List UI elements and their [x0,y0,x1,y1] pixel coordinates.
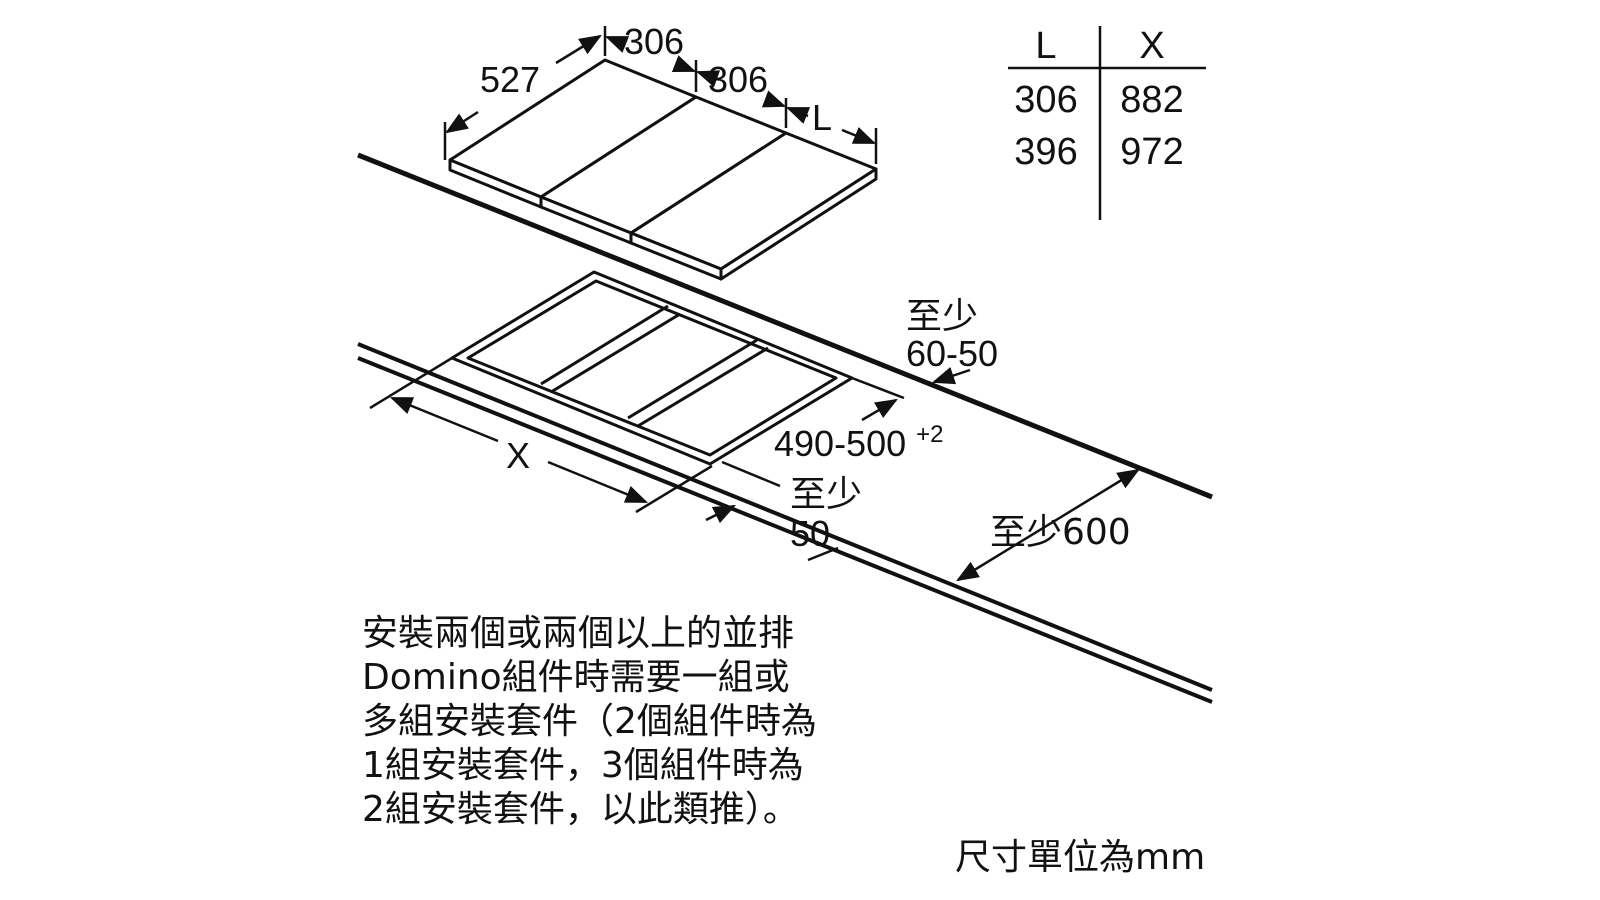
lx-table-cell: 972 [1120,131,1183,173]
dim-depth-line-lower [721,460,781,488]
cutout-divider-2b [637,346,769,428]
dim-X-ext-right [635,464,713,514]
dim-L-label: L [812,97,832,138]
dim-306a-line-right [671,55,697,73]
cutout-divider-2a [627,338,758,420]
hob-modules [448,58,878,281]
dim-depth-line [861,398,898,422]
installation-kit-note: 安裝兩個或兩個以上的並排 Domino組件時需要一組或 多組安裝套件（2個組件時… [362,612,922,832]
dimension-labels: 527 306 306 L X 490-500 +2 至少 60-50 至少 5… [480,21,1131,554]
countertop [357,152,1213,704]
lx-table-header-L: L [1035,25,1056,67]
note-line: 多組安裝套件（2個組件時為 [362,701,817,742]
clearance-back-label: 至少 [906,296,978,337]
countertop-front-edge-top [357,342,1213,692]
note-line: Domino組件時需要一組或 [362,657,790,698]
lx-table: L X 306 882 396 972 [1008,25,1206,220]
dim-cutout-depth-value: 490-500 [774,423,906,464]
dim-306b-line-right [761,90,787,108]
dim-cutout-depth-tolerance: +2 [916,421,943,448]
lx-table-cell: 306 [1014,79,1077,121]
dim-306b-line-left [695,70,721,88]
dim-306a-label: 306 [624,21,684,62]
lx-table-cell: 396 [1014,131,1077,173]
cutout-divider-1b [550,312,681,394]
lx-table-header-X: X [1139,25,1164,67]
note-line: 2組安裝套件，以此類推）。 [362,789,799,830]
cutout-inner-frame [466,279,838,457]
dim-cutout-depth-label: 490-500 +2 [774,421,944,464]
countertop-front-edge-bottom [357,356,1213,704]
dim-527-label: 527 [480,59,540,100]
dim-X-ext-left [369,356,453,410]
clearance-back-value: 60-50 [906,333,998,374]
dim-X-line-left [389,396,499,443]
clearance-front-value: 50 [790,513,830,554]
dim-X-line-right [547,460,649,504]
dim-clearance-front-b [807,546,839,562]
dim-clearance-front-a [705,504,737,524]
dim-depth-ext [851,376,905,400]
dim-306a-line-left [604,35,630,53]
note-line: 安裝兩個或兩個以上的並排 [362,613,795,654]
dim-527-line-b [555,34,602,65]
dim-306b-label: 306 [708,59,768,100]
countertop-back-edge [357,152,1213,500]
dim-L-line-right [841,127,877,145]
hob-module-3 [629,131,878,281]
lx-table-cell: 882 [1120,79,1183,121]
cutout-divider-1a [540,304,669,386]
note-line: 1組安裝套件，3個組件時為 [362,745,804,786]
clearance-front-label: 至少 [790,474,862,515]
counter-depth-label: 至少600 [990,512,1131,553]
dim-X-label: X [506,435,530,476]
dim-counter-depth [956,468,1140,582]
units-note: 尺寸單位為mm [955,837,1206,878]
dim-527-line-a [445,110,479,134]
dim-clearance-back [931,367,971,385]
dim-L-line-left [785,106,811,124]
dimension-lines [369,26,1140,582]
